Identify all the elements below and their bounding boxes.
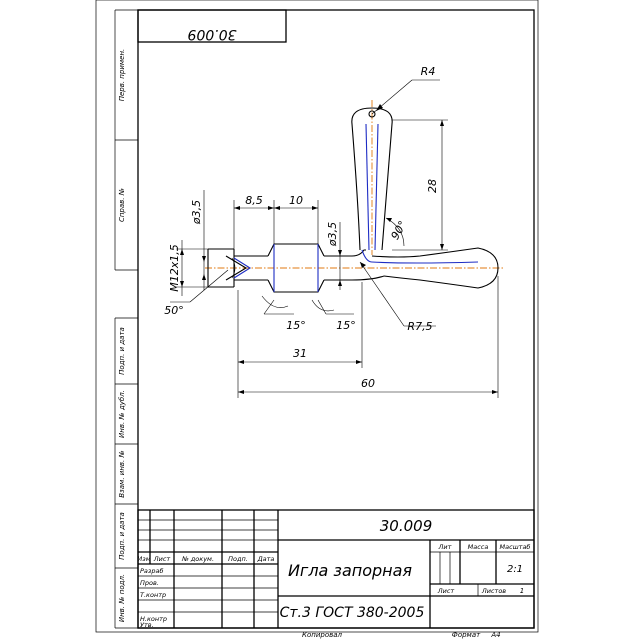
sheet-outer-border bbox=[95, 0, 539, 633]
side-strip: Перв. примен. Справ. № Подп. и дата Инв.… bbox=[114, 9, 138, 629]
footer-copied: Копировал bbox=[302, 631, 343, 639]
footer-format-value: А4 bbox=[490, 631, 500, 639]
side-label-orig-inv: Инв. № подл. bbox=[118, 574, 126, 622]
row-label-tkontr: Т.контр bbox=[140, 591, 166, 599]
sheets-value: 1 bbox=[520, 587, 524, 595]
side-label-sign-date-top: Подп. и дата bbox=[118, 327, 126, 375]
footer-format-label: Формат bbox=[452, 631, 481, 639]
dim-r4: R4 bbox=[421, 65, 436, 78]
scale-value: 2:1 bbox=[507, 564, 523, 575]
dim-60: 60 bbox=[361, 377, 375, 390]
row-label-razrab: Разраб bbox=[140, 567, 163, 575]
sheets-label: Листов bbox=[481, 587, 506, 595]
scale-label: Масштаб bbox=[500, 543, 531, 551]
top-stamp-box bbox=[137, 9, 287, 43]
sheet-label: Лист bbox=[437, 587, 455, 595]
row-label-nkontr: Н.контр bbox=[140, 615, 167, 623]
dim-angle-15-right: 15° bbox=[336, 319, 356, 332]
col-header-sign: Подп. bbox=[228, 555, 248, 563]
material: Ст.3 ГОСТ 380-2005 bbox=[280, 605, 425, 621]
dim-thread: M12x1,5 bbox=[168, 244, 181, 292]
top-stamp-text: 30.009 bbox=[187, 26, 236, 42]
col-header-doc: № докум. bbox=[181, 555, 214, 563]
col-header-date: Дата bbox=[257, 555, 275, 563]
dim-d35-right: ø3,5 bbox=[326, 222, 339, 247]
side-label-sign-date-bottom: Подп. и дата bbox=[118, 512, 126, 560]
side-label-reference: Справ. № bbox=[118, 188, 126, 222]
dim-angle-50: 50° bbox=[164, 304, 184, 317]
dim-8-5: 8,5 bbox=[245, 194, 263, 207]
side-label-dup-inv: Инв. № дубл. bbox=[118, 390, 126, 438]
dim-31: 31 bbox=[293, 347, 307, 360]
mass-label: Масса bbox=[468, 543, 489, 551]
col-header-izm: Изм bbox=[137, 555, 150, 563]
designation: 30.009 bbox=[380, 517, 433, 535]
dim-angle-15-left: 15° bbox=[286, 319, 306, 332]
dim-d35-left: ø3,5 bbox=[190, 200, 203, 225]
row-label-prov: Пров. bbox=[140, 579, 159, 587]
dim-r7-5: R7,5 bbox=[407, 320, 432, 333]
part-name: Игла запорная bbox=[288, 561, 412, 580]
row-label-utv: Утв. bbox=[140, 621, 154, 629]
title-block: Изм Лист № докум. Подп. Дата Разраб Пров… bbox=[137, 509, 535, 629]
side-label-first-use: Перв. примен. bbox=[118, 49, 126, 102]
dim-angle-90: 90° bbox=[388, 219, 409, 242]
col-header-list: Лист bbox=[153, 555, 171, 563]
side-label-swap-inv: Взам. инв. № bbox=[118, 450, 126, 498]
part-drawing: 8,5 10 ø3,5 M12x1,5 ø3,5 50° 15° 15° bbox=[164, 65, 505, 398]
lit-label: Лит bbox=[438, 543, 452, 551]
dim-28: 28 bbox=[426, 179, 439, 193]
dim-10: 10 bbox=[289, 194, 303, 207]
